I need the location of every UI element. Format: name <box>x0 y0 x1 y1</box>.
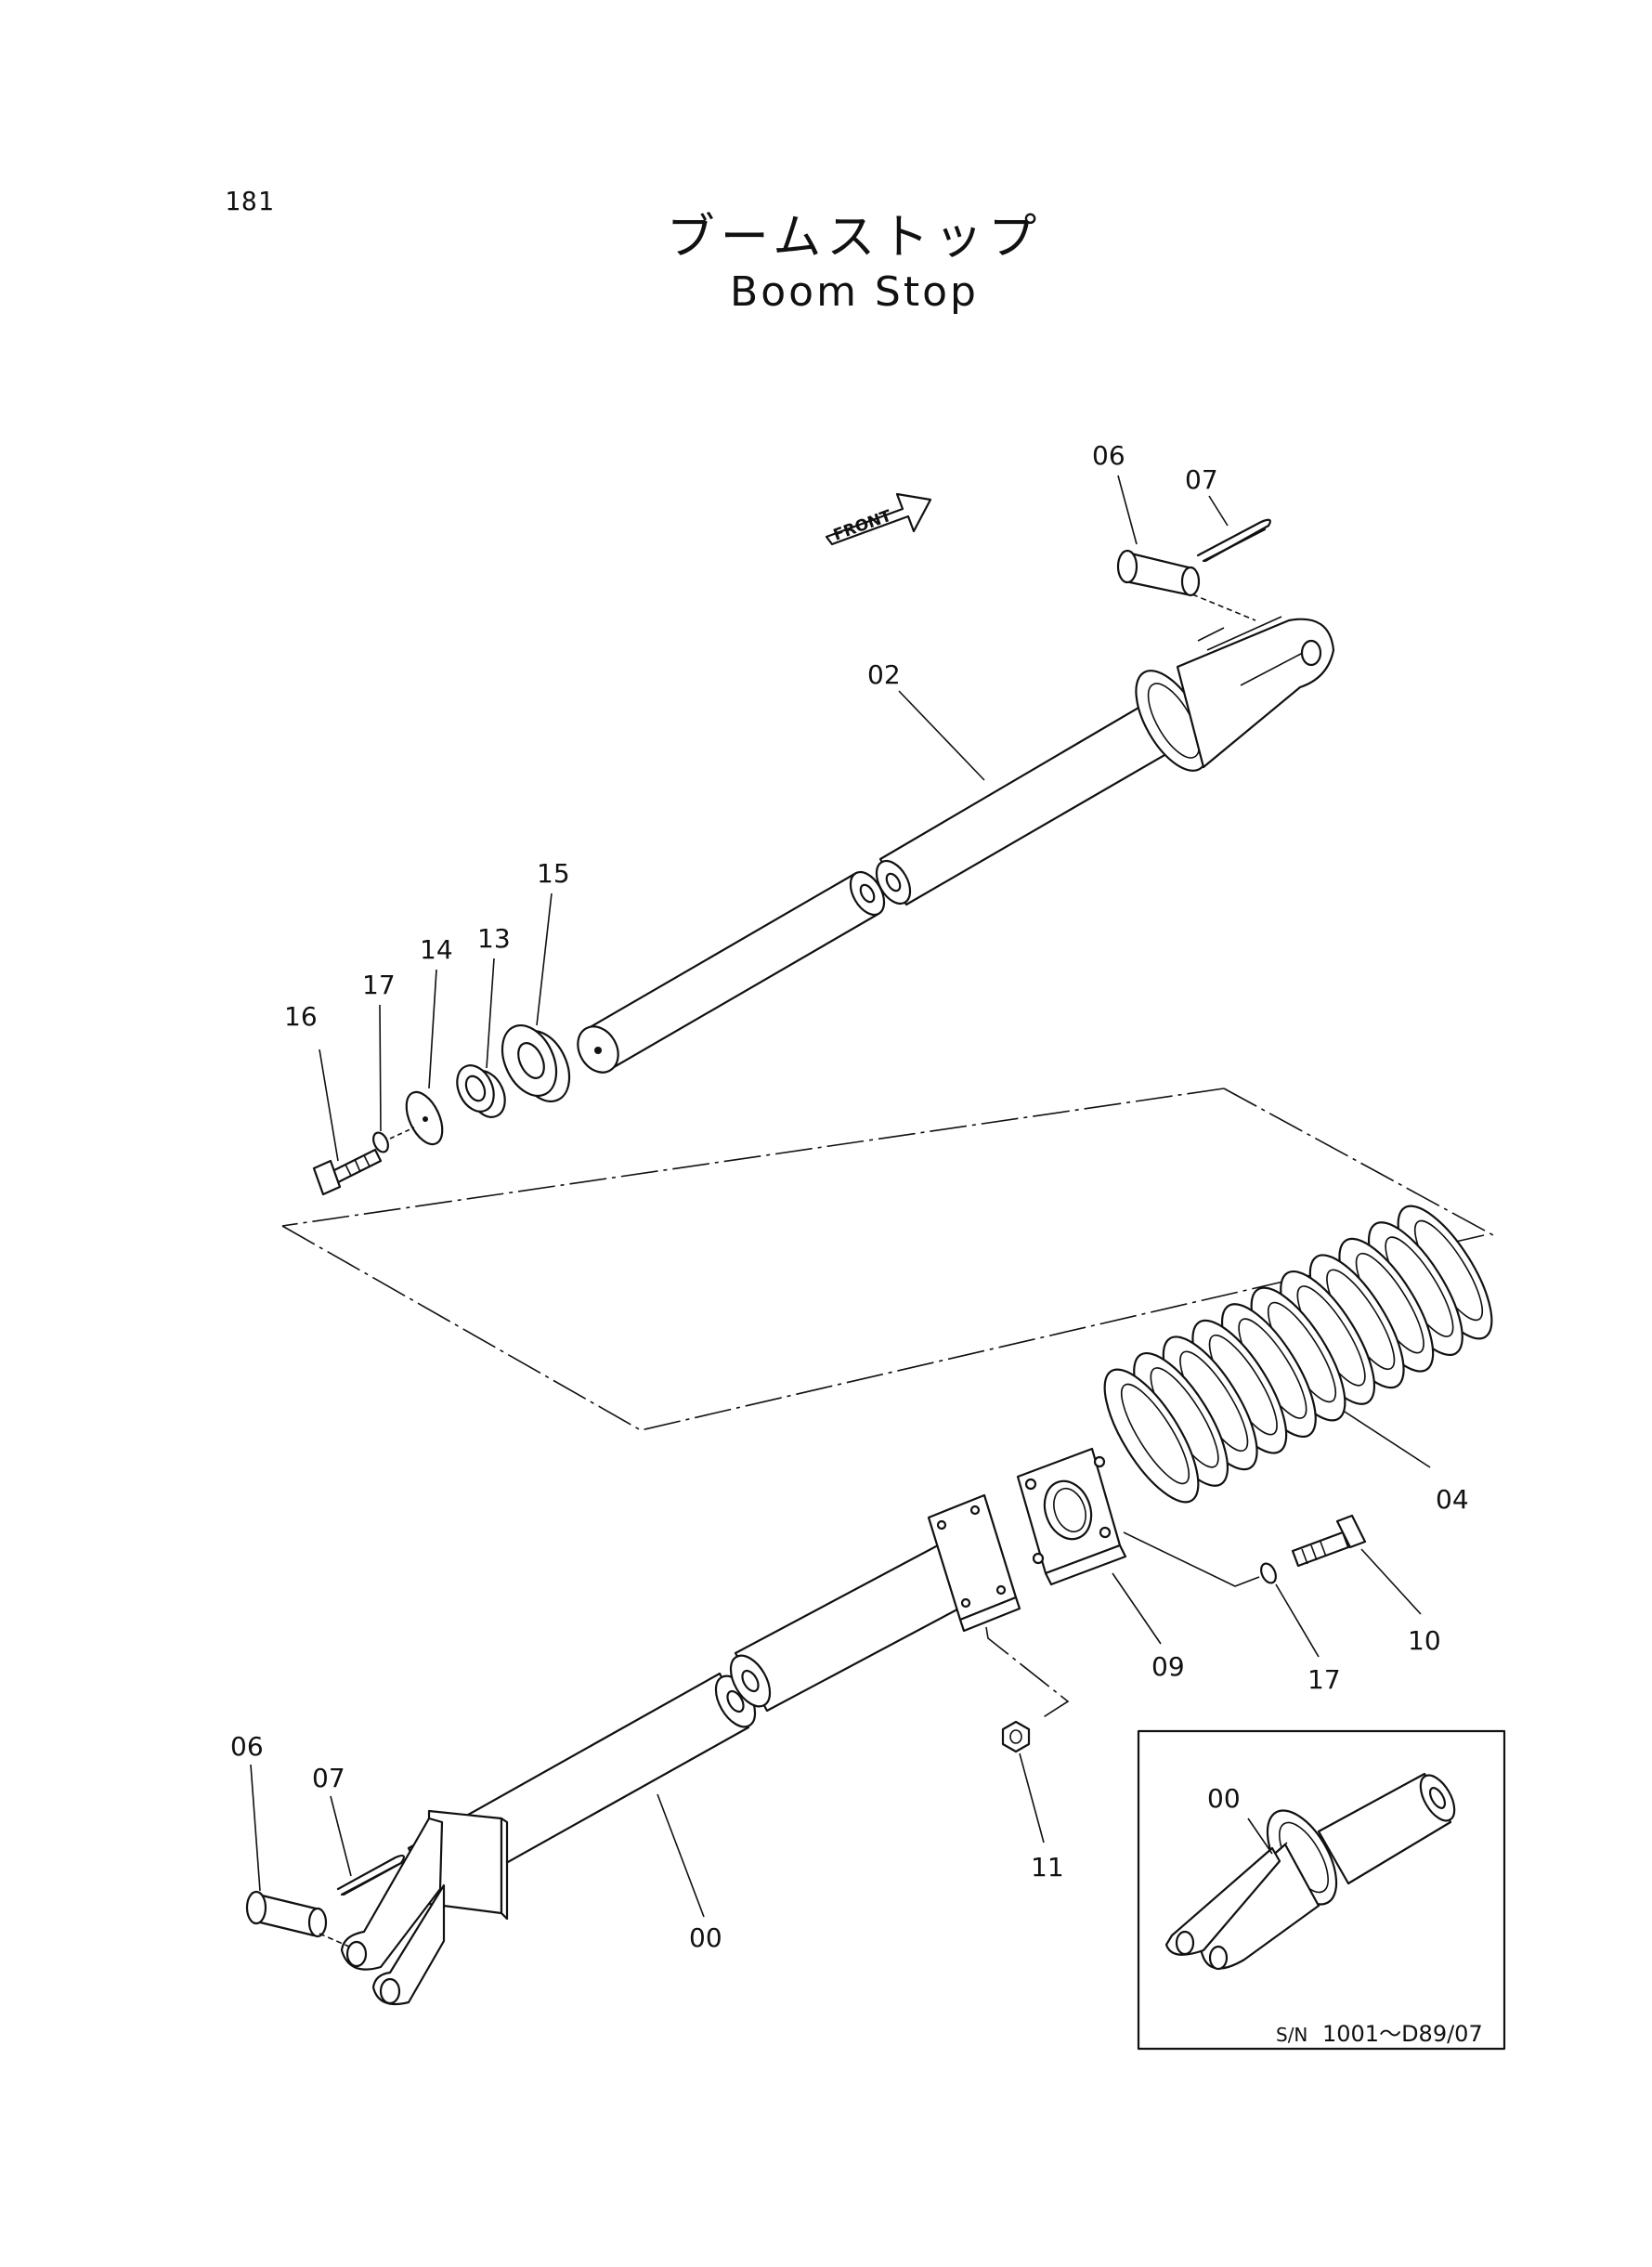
callout-labels: 06 07 02 15 13 14 17 16 04 10 09 17 06 0… <box>230 440 1469 1953</box>
bushing-part-13 <box>456 1064 506 1118</box>
callout-02: 02 <box>867 659 901 690</box>
callout-06-bottom: 06 <box>230 1731 264 1762</box>
callout-11: 11 <box>1031 1852 1064 1883</box>
title-block: ブームストップ Boom Stop <box>594 209 1114 318</box>
washer-part-14 <box>405 1090 444 1146</box>
lock-washer-part-17-top <box>372 1131 389 1153</box>
cotter-pin-part-07-top <box>1196 518 1271 563</box>
front-arrow-icon: FRONT <box>825 492 932 546</box>
callout-17-bottom: 17 <box>1307 1664 1341 1695</box>
callout-15: 15 <box>537 858 570 889</box>
bolt-part-10 <box>1291 1514 1367 1568</box>
nut-part-11 <box>1001 1720 1031 1753</box>
serial-range: 1001～D89/07 <box>1322 2021 1483 2047</box>
callout-07-top: 07 <box>1185 464 1218 495</box>
title-japanese: ブームストップ <box>666 210 1043 266</box>
collar-part-15 <box>501 1024 571 1102</box>
inset-serial-variant: S/N 1001～D89/07 <box>1137 1729 1506 2051</box>
callout-00: 00 <box>689 1922 722 1953</box>
page-number: 181 <box>225 186 275 216</box>
callout-leaders <box>250 475 1431 1918</box>
cotter-pin-part-07-bottom <box>336 1854 405 1896</box>
callout-09: 09 <box>1151 1651 1185 1682</box>
lock-washer-part-17-bottom <box>1260 1562 1277 1584</box>
spring-coil <box>1103 1368 1200 1504</box>
front-label: FRONT <box>831 507 894 545</box>
callout-10: 10 <box>1408 1625 1441 1656</box>
callout-04: 04 <box>1436 1484 1469 1515</box>
spring-part-04 <box>1103 1205 1493 1504</box>
plate-part-09 <box>1016 1447 1127 1586</box>
tube-part-00 <box>340 1493 1070 2006</box>
bolt-part-16 <box>312 1148 383 1196</box>
serial-prefix: S/N <box>1276 2024 1307 2046</box>
callout-06-top: 06 <box>1092 440 1125 471</box>
callout-16: 16 <box>284 1001 318 1032</box>
rod-part-02 <box>577 616 1335 1074</box>
callout-13: 13 <box>477 923 511 954</box>
pin-part-06-top <box>1116 549 1256 621</box>
spring-coil-inner <box>1120 1383 1190 1485</box>
pin-part-06-bottom <box>245 1890 350 1948</box>
callout-14: 14 <box>420 934 453 965</box>
title-english: Boom Stop <box>730 268 979 317</box>
callout-07-bottom: 07 <box>312 1763 345 1793</box>
callout-00-inset: 00 <box>1207 1783 1241 1814</box>
callout-17-top: 17 <box>362 970 396 1000</box>
